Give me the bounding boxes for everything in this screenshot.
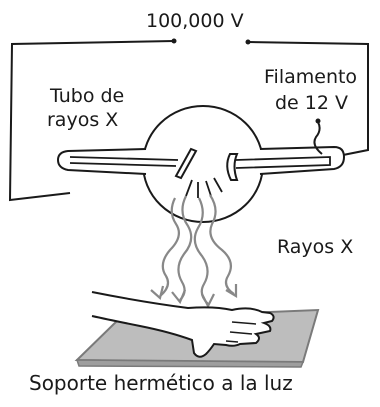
- x-ray-1: [159, 197, 181, 297]
- support-plate-edge: [75, 359, 305, 368]
- x-ray-2: [177, 195, 193, 301]
- emission-strokes: [185, 177, 223, 198]
- tube-label-line1: Tubo de: [50, 85, 125, 107]
- voltage-label: 100,000 V: [146, 10, 244, 32]
- tube-label-line2: rayos X: [47, 109, 119, 131]
- tube-arm: [56, 145, 346, 175]
- anode-rod: [235, 156, 331, 169]
- rays-label: Rayos X: [277, 236, 354, 258]
- x-ray-3: [193, 197, 209, 305]
- support-caption: Soporte hermético a la luz: [29, 371, 293, 395]
- tube-bulb: [142, 105, 264, 223]
- anode-cup: [226, 153, 239, 181]
- circuit-wire: [8, 40, 369, 202]
- filament-lead: [313, 121, 323, 155]
- filament-label-line1: Filamento: [264, 66, 358, 88]
- cathode-rod: [69, 156, 179, 167]
- filament-label-line2: de 12 V: [275, 92, 349, 114]
- filament-terminal: [315, 118, 321, 124]
- x-ray-4: [209, 194, 235, 295]
- cathode-plate: [174, 147, 198, 180]
- terminal-left: [171, 38, 177, 44]
- terminal-right: [245, 39, 251, 45]
- x-ray-beams: [159, 194, 235, 305]
- hand-finger-lines: [225, 321, 257, 343]
- x-ray-arrowheads: [150, 284, 238, 309]
